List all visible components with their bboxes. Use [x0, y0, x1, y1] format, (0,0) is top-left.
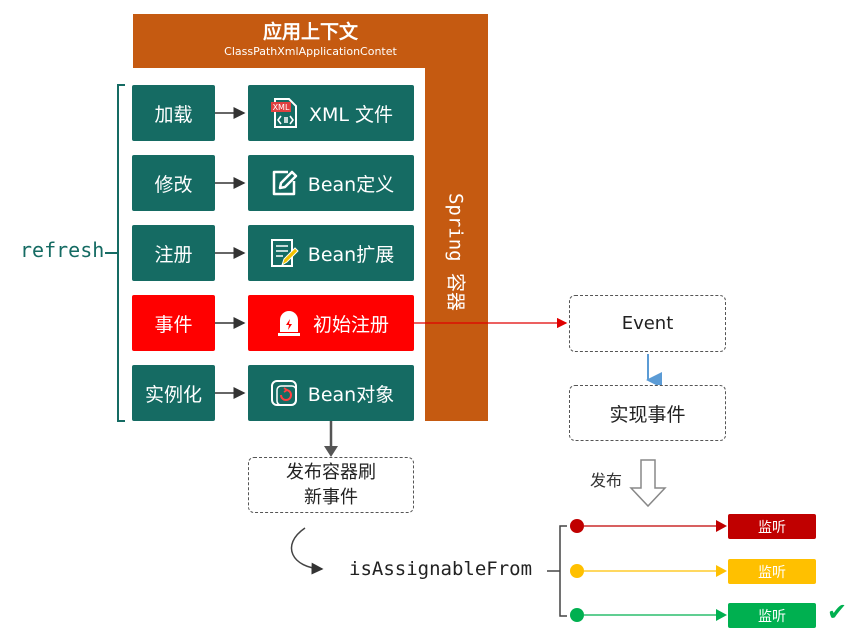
- alert-bell-icon: [273, 306, 305, 340]
- step-event-label: 事件: [154, 313, 193, 336]
- step-register-label: 注册: [154, 243, 193, 266]
- step-instantiate-label: 实例化: [144, 383, 202, 406]
- is-assignable-from-label: isAssignableFrom: [349, 558, 533, 580]
- listener-arrow-red: [716, 520, 727, 532]
- spring-container: Spring 容器: [425, 68, 488, 421]
- step-instantiate: 实例化: [132, 365, 215, 421]
- step-load: 加载: [132, 85, 215, 141]
- check-icon: ✔: [827, 598, 848, 626]
- step-load-label: 加载: [154, 103, 193, 126]
- step-initial-register: 初始注册: [248, 295, 414, 351]
- step-modify-label: 修改: [154, 173, 193, 196]
- event-box-label: Event: [621, 313, 674, 334]
- listener-red: 监听: [728, 514, 816, 539]
- implement-event-label: 实现事件: [609, 403, 686, 426]
- step-modify: 修改: [132, 155, 215, 211]
- arrow-to-publish-head: [324, 446, 338, 457]
- xml-badge-text: XML: [273, 103, 290, 112]
- publish-hollow-arrow: [629, 459, 667, 508]
- step-bean-definition: Bean定义: [248, 155, 414, 211]
- document-pencil-icon: [268, 236, 300, 270]
- listener-red-label: 监听: [758, 519, 786, 536]
- step-event: 事件: [132, 295, 215, 351]
- publish-box-line2: 新事件: [304, 487, 358, 508]
- listener-bracket: [559, 525, 567, 617]
- listener-dot-green: [570, 608, 584, 622]
- step-bean-extension-label: Bean扩展: [307, 243, 395, 266]
- step-xml-file-label: XML 文件: [308, 103, 394, 126]
- step-bean-object: Bean对象: [248, 365, 414, 421]
- refresh-bracket: [117, 84, 125, 422]
- step-initial-register-label: 初始注册: [312, 313, 389, 336]
- listener-dot-yellow: [570, 564, 584, 578]
- step-register: 注册: [132, 225, 215, 281]
- listener-arrow-green: [716, 609, 727, 621]
- listener-yellow: 监听: [728, 559, 816, 584]
- header-title: 应用上下文: [262, 21, 358, 43]
- app-context-header: 应用上下文 ClassPathXmlApplicationContet: [133, 14, 488, 68]
- step-xml-file: XML XML 文件: [248, 85, 414, 141]
- publish-label: 发布: [590, 471, 623, 490]
- step-bean-definition-label: Bean定义: [307, 173, 395, 196]
- refresh-object-icon: [268, 376, 300, 410]
- listener-green-label: 监听: [758, 608, 786, 625]
- edit-icon: [268, 166, 300, 200]
- listener-arrow-yellow: [716, 565, 727, 577]
- listener-yellow-label: 监听: [758, 564, 786, 581]
- publish-refresh-event-box: 发布容器刷 新事件: [248, 457, 414, 513]
- listener-green: 监听: [728, 603, 816, 628]
- header-subtitle: ClassPathXmlApplicationContet: [224, 45, 397, 58]
- listener-dot-red: [570, 519, 584, 533]
- step-bean-object-label: Bean对象: [307, 383, 395, 406]
- curve-to-assignable: [290, 527, 324, 575]
- step-bean-extension: Bean扩展: [248, 225, 414, 281]
- xml-file-icon: XML: [269, 96, 301, 130]
- implement-event-box: 实现事件: [569, 385, 726, 441]
- event-box: Event: [569, 295, 726, 352]
- refresh-label: refresh: [20, 238, 105, 262]
- publish-box-line1: 发布容器刷: [286, 462, 376, 483]
